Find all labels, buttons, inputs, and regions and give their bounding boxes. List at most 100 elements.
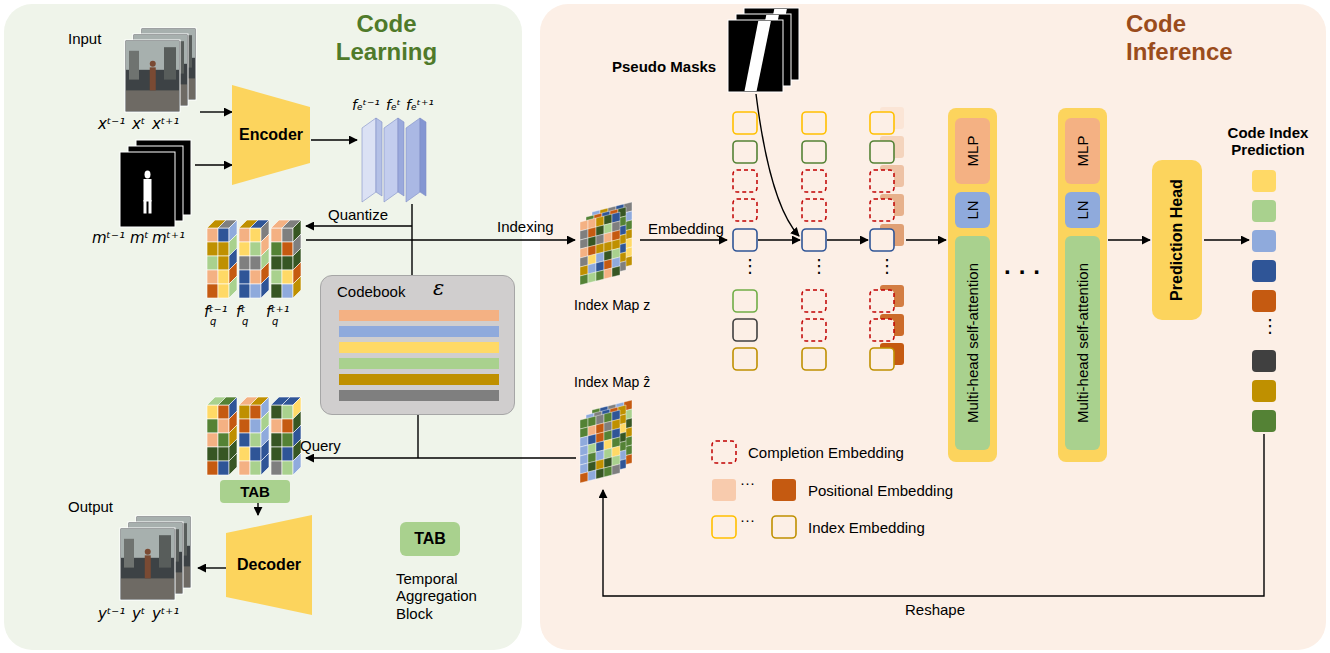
feature-slab xyxy=(406,118,420,202)
code-cell xyxy=(207,242,218,256)
code-cell xyxy=(271,405,282,419)
codebook-entry xyxy=(339,358,499,369)
codebook-entry xyxy=(339,310,499,321)
index-map-cell xyxy=(604,268,612,279)
code-cell xyxy=(218,270,229,284)
code-cell xyxy=(207,419,218,433)
code-cell xyxy=(250,242,261,256)
index-embedding xyxy=(870,141,894,163)
code-cell xyxy=(282,405,293,419)
code-cell xyxy=(250,461,261,475)
code-cell xyxy=(218,447,229,461)
index-embedding xyxy=(733,141,757,163)
mask-blob xyxy=(145,171,151,179)
text-label: Input xyxy=(68,30,101,47)
flow-arrow xyxy=(758,239,800,240)
transformer-block xyxy=(1058,108,1107,462)
predicted-code-index xyxy=(1252,200,1276,222)
completion-embedding xyxy=(802,290,826,312)
index-map-cell xyxy=(596,468,604,479)
process-box: TAB xyxy=(220,480,290,503)
frame-building xyxy=(164,47,176,79)
predicted-code-index xyxy=(1252,380,1276,402)
feature-slab-edge xyxy=(376,118,382,196)
index-embedding xyxy=(870,229,894,251)
math-label: mᵗ⁻¹ xyxy=(92,230,125,247)
encoder-trapezoid: Encoder xyxy=(232,85,310,185)
code-cell xyxy=(271,270,282,284)
codebook-box: Codebookε xyxy=(320,275,515,415)
code-cell xyxy=(207,270,218,284)
flow-arrow xyxy=(640,239,727,240)
index-embedding xyxy=(802,229,826,251)
index-embedding xyxy=(733,229,757,251)
node-text: TAB xyxy=(240,483,270,500)
code-cell xyxy=(282,419,293,433)
legend-text: Positional Embedding xyxy=(808,482,953,499)
query-wire xyxy=(417,415,418,458)
text-label: Quantize xyxy=(328,206,388,223)
text-label: Code Index Prediction xyxy=(1218,124,1318,159)
code-cell xyxy=(239,447,250,461)
code-cell xyxy=(207,256,218,270)
node-text: Encoder xyxy=(239,126,303,144)
node-text: Code Inference xyxy=(1126,10,1256,65)
completion-embedding xyxy=(870,170,894,192)
index-embedding xyxy=(733,319,757,341)
rotated-label: LN xyxy=(964,200,981,219)
mask-blob xyxy=(149,200,152,214)
index-map-cell xyxy=(588,272,596,283)
rotated-label: Multi-head self-attention xyxy=(1074,263,1091,423)
index-map-cell xyxy=(604,466,612,477)
index-embedding xyxy=(870,348,894,370)
code-cell xyxy=(250,419,261,433)
code-cell xyxy=(282,447,293,461)
codebook-entry xyxy=(339,342,499,353)
code-cell xyxy=(282,284,293,298)
code-cell xyxy=(207,228,218,242)
math-label: fₑᵗ⁺¹ xyxy=(406,97,434,113)
frame-road xyxy=(126,90,179,111)
code-cell xyxy=(239,405,250,419)
code-cell xyxy=(282,433,293,447)
region-panel: Code LearningEncoderCodebookεTABDecoderT… xyxy=(4,4,522,650)
index-embedding xyxy=(802,348,826,370)
index-map-cell xyxy=(588,470,596,481)
completion-embedding xyxy=(733,199,757,221)
math-label: xᵗ⁻¹ xyxy=(98,116,125,133)
code-cell xyxy=(250,256,261,270)
code-cell xyxy=(271,461,282,475)
code-cell xyxy=(271,284,282,298)
code-cell-side xyxy=(293,276,301,298)
codebook-entry xyxy=(339,326,499,337)
legend-text: Index Embedding xyxy=(808,519,925,536)
text-label: Query xyxy=(300,437,341,454)
predicted-code-index xyxy=(1252,230,1276,252)
code-cell xyxy=(239,242,250,256)
index-map-cell xyxy=(596,270,604,281)
text-label: Embedding xyxy=(648,220,724,237)
pseudo-mask-blob xyxy=(745,21,771,91)
predicted-code-index xyxy=(1252,350,1276,372)
pseudo-mask-arrow xyxy=(756,94,799,236)
feature-slab xyxy=(362,118,376,202)
flow-arrow xyxy=(200,111,232,112)
code-cell xyxy=(250,270,261,284)
code-cell xyxy=(239,433,250,447)
math-label: fₑᵗ⁻¹ xyxy=(352,97,380,113)
predicted-code-index xyxy=(1252,260,1276,282)
mask-blob xyxy=(144,179,152,202)
code-cell xyxy=(271,433,282,447)
code-cell xyxy=(239,419,250,433)
trapezoid-fill xyxy=(232,85,310,185)
math-label: yᵗ xyxy=(132,606,145,623)
text-label: Output xyxy=(68,498,113,515)
completion-embedding xyxy=(802,319,826,341)
text-label: · · · xyxy=(1004,258,1041,286)
frame-person-head xyxy=(150,61,156,67)
code-cell xyxy=(239,284,250,298)
code-cell xyxy=(207,405,218,419)
